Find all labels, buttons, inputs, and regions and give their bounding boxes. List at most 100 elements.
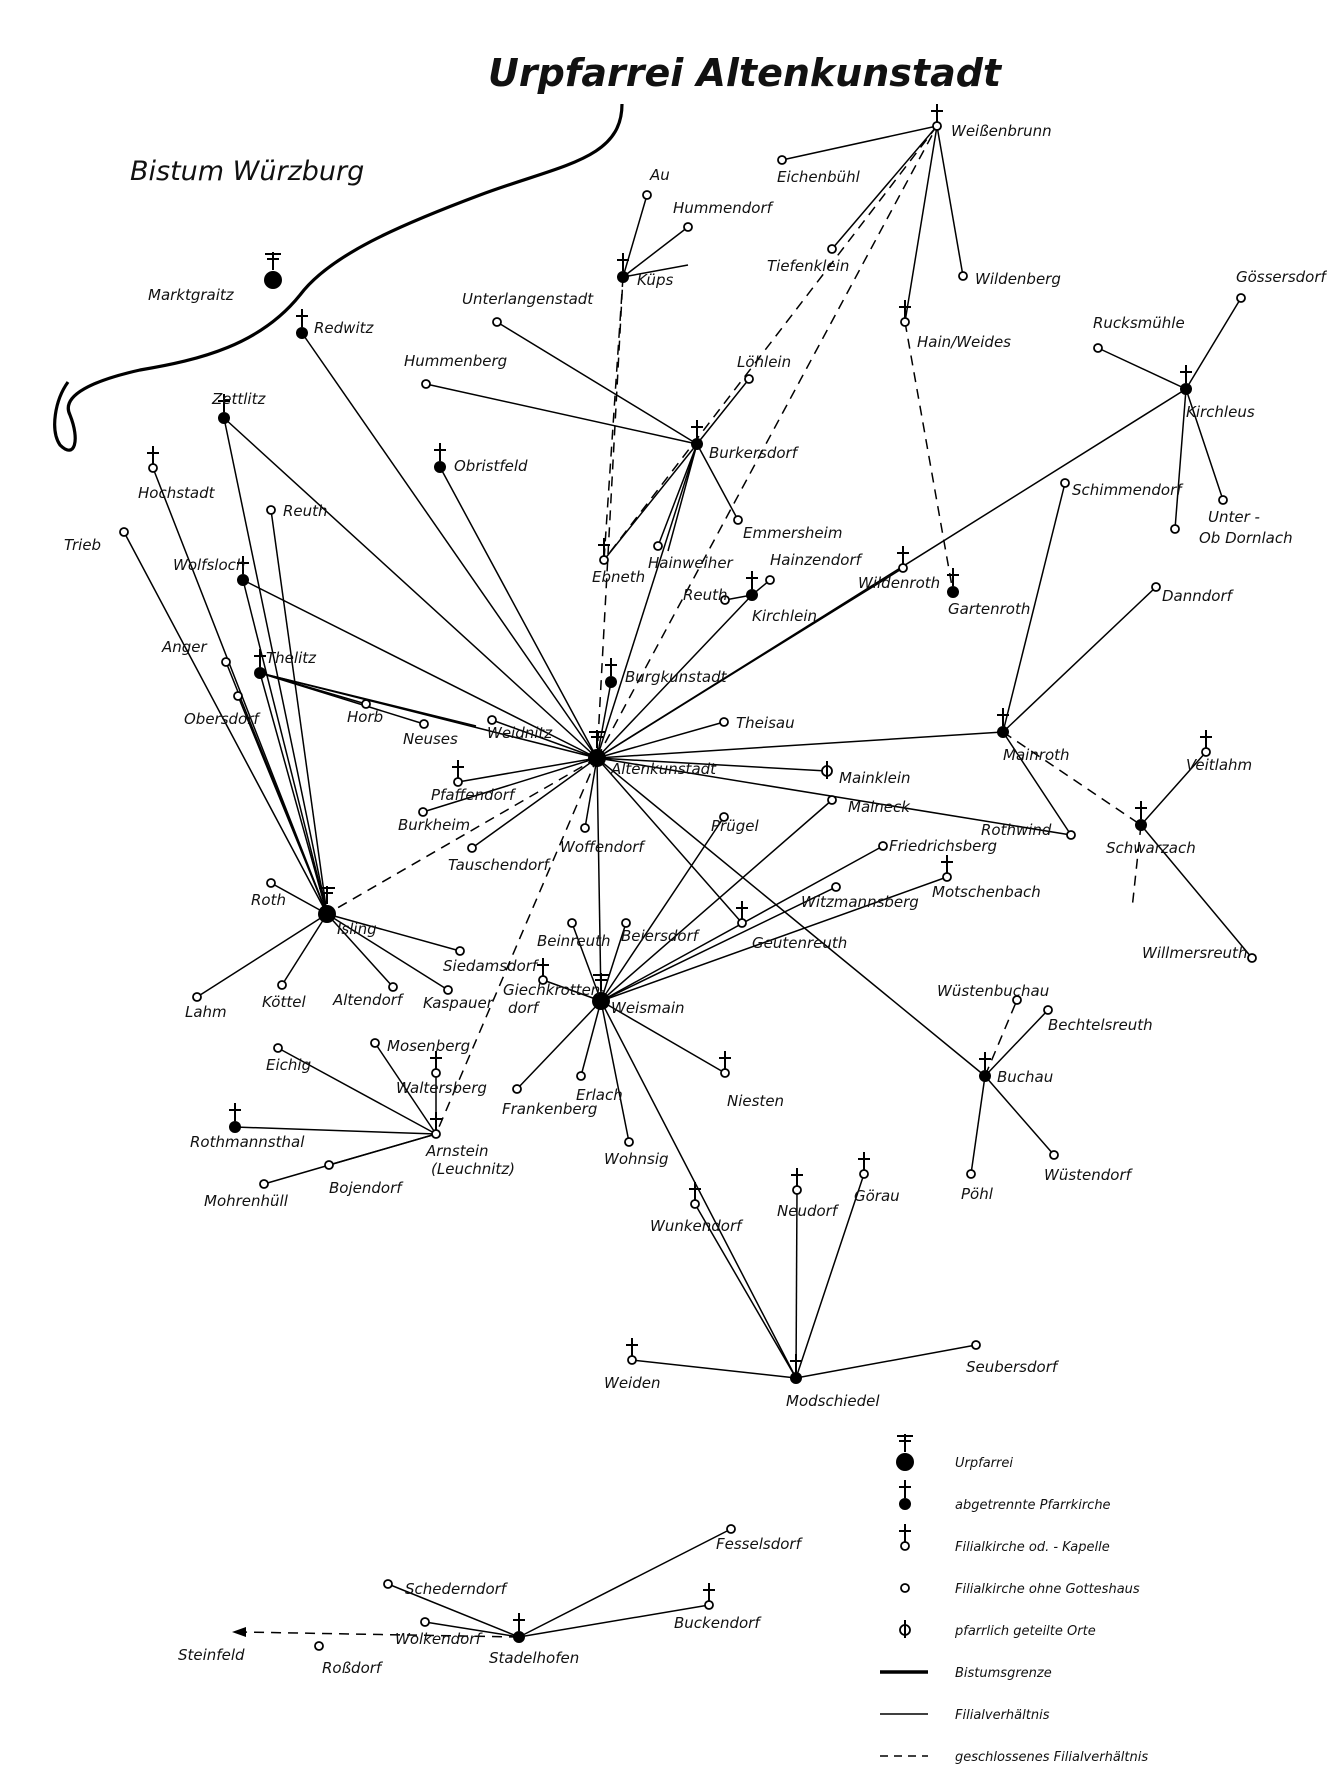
marker-eichig [273, 1043, 283, 1053]
connection-altenkunstadt-arnstein [435, 757, 598, 1135]
connection-weismain-giechkrottendorf [542, 979, 602, 1002]
marker-altenkunstadt [588, 730, 606, 767]
label-burgkunstadt: Burgkunstadt [625, 668, 728, 686]
marker-hainzendorf [765, 575, 775, 585]
marker-mainroth [997, 708, 1009, 738]
connection-weismain-niesten [600, 1000, 726, 1074]
marker-zettlitz [218, 394, 230, 424]
label-kottel: Köttel [262, 993, 306, 1011]
legend-item-kapelle: Filialkirche od. - Kapelle [899, 1524, 1110, 1555]
label-beinreuth: Beinreuth [537, 932, 610, 950]
connection-weissenbrunn-ebneth [603, 125, 938, 561]
label-schederndorf: Schederndorf [405, 1580, 509, 1598]
label-obersdorf: Obersdorf [184, 710, 261, 728]
connection-modschiedel-seubersdorf [795, 1344, 977, 1379]
marker-schimmendorf [1060, 478, 1070, 488]
marker-gorau [858, 1152, 870, 1179]
marker-au [642, 190, 652, 200]
marker-hochstadt [147, 446, 159, 473]
connection-altenkunstadt-weissenbrunn [596, 125, 938, 759]
label-oberdornlach: Ob Dornlach [1199, 529, 1293, 547]
connection-buchau-pohl [970, 1075, 986, 1175]
marker-prugel [719, 812, 729, 822]
marker-arnstein [430, 1112, 442, 1139]
connection-altenkunstadt-geutenreuth [596, 757, 743, 924]
connection-schwarzach-veitlahm [1140, 751, 1207, 826]
label-mainklein: Mainklein [839, 769, 911, 787]
marker-wunkendorf [689, 1182, 701, 1209]
connection-kups-au [622, 194, 648, 278]
connection-arnstein-eichig [277, 1047, 437, 1135]
label-fesselsdorf: Fesselsdorf [716, 1535, 804, 1553]
label-eichig: Eichig [266, 1056, 311, 1074]
marker-obristfeld [434, 443, 446, 473]
label-mosenberg: Mosenberg [387, 1037, 470, 1055]
connection-kirchleus-unterdornlach [1185, 388, 1224, 501]
label-wunkendorf: Wunkendorf [650, 1217, 744, 1235]
connection-weismain-maineck [600, 799, 833, 1002]
label-weismain: Weismain [611, 999, 685, 1017]
marker-emmersheim [733, 515, 743, 525]
connection-weissenbrunn-eichenbuhl [781, 125, 938, 161]
label-trieb: Trieb [64, 536, 101, 554]
connection-isling-siedamsdorf [326, 913, 461, 952]
label-wildenberg: Wildenberg [975, 270, 1061, 288]
map-title: Urpfarrei Altenkunstadt [488, 51, 1003, 95]
label-lohlein: Löhlein [737, 353, 791, 371]
connection-burkersdorf-hainweiher [657, 443, 698, 547]
label-arnstein: Arnstein [425, 1142, 489, 1160]
label-gossersdorf: Gössersdorf [1236, 268, 1327, 286]
label-hainweiher: Hainweiher [648, 554, 734, 572]
label-rucksmuhle: Rucksmühle [1093, 314, 1185, 332]
marker-oberdornlach [1170, 524, 1180, 534]
label-willmersreuth: Willmersreuth [1142, 944, 1247, 962]
label-burkheim: Burkheim [398, 816, 470, 834]
marker-rothwind [1066, 830, 1076, 840]
marker-thelitz [254, 649, 266, 679]
label-weidnitz: Weidnitz [487, 724, 553, 742]
connection-altenkunstadt-obristfeld [439, 466, 598, 759]
marker-trieb [119, 527, 129, 537]
label-hainweides: Hain/Weides [917, 333, 1011, 351]
label-maineck: Maineck [848, 798, 911, 816]
label-reuth2: Reuth [683, 586, 728, 604]
marker-gartenroth [947, 568, 959, 598]
marker-hainweides [899, 300, 911, 327]
connection-weissenbrunn-hainweides [904, 125, 938, 323]
label-rothmannsthal: Rothmannsthal [190, 1133, 305, 1151]
marker-buchau [979, 1052, 991, 1082]
place-labels: MarktgraitzRedwitzAuHummendorfKüpsWeißen… [64, 122, 1327, 1677]
marker-erlach [576, 1071, 586, 1081]
marker-pfaffendorf [452, 760, 464, 787]
connection-mainroth-danndorf [1002, 586, 1157, 733]
marker-stadelhofen [513, 1613, 525, 1643]
marker-kaspauer [443, 985, 453, 995]
label-danndorf: Danndorf [1162, 587, 1235, 605]
marker-eichenbuhl [777, 155, 787, 165]
marker-redwitz [296, 309, 308, 339]
connection-lines [123, 125, 1253, 1638]
marker-obersdorf [233, 691, 243, 701]
label-buckendorf: Buckendorf [674, 1614, 762, 1632]
connection-isling-zettlitz [223, 417, 328, 915]
connection-kirchleus-gossersdorf [1185, 297, 1242, 390]
connection-altenkunstadt-zettlitz [223, 417, 598, 759]
connection-arnstein-mosenberg [374, 1042, 437, 1135]
legend-item-urpfarrei: Urpfarrei [896, 1434, 1013, 1471]
marker-reuth2 [720, 595, 730, 605]
connection-arnstein-rothmannsthal [234, 1126, 437, 1135]
marker-danndorf [1151, 582, 1161, 592]
marker-wustendorf [1049, 1150, 1059, 1160]
connection-stadelhofen-wolkendorf [424, 1621, 520, 1638]
connection-altenkunstadt-theisau [596, 721, 725, 759]
marker-niesten [719, 1051, 731, 1078]
label-schimmendorf: Schimmendorf [1072, 481, 1184, 499]
legend-text-filiale: Filialkirche ohne Gotteshaus [955, 1582, 1140, 1597]
label-woffendorf: Woffendorf [560, 838, 646, 856]
label-arnstein-line2: (Leuchnitz) [431, 1160, 515, 1178]
marker-kirchleus [1180, 365, 1192, 395]
connection-isling-kaspauer [326, 913, 449, 991]
connection-mainroth-schwarzach [1002, 731, 1142, 826]
connection-altenkunstadt-redwitz [301, 332, 598, 759]
legend-text-geteilt: pfarrlich geteilte Orte [954, 1624, 1096, 1639]
